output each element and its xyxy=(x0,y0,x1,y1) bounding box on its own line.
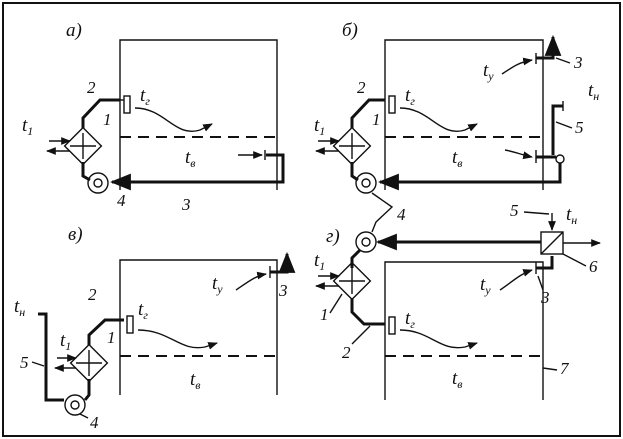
num-1-v: 1 xyxy=(107,328,116,347)
supply-duct-g xyxy=(350,298,385,326)
tu-label-v: tу xyxy=(212,273,223,296)
num-2-g: 2 xyxy=(342,343,351,362)
tn-label-v: tн xyxy=(14,296,25,319)
tv-label-b: tв xyxy=(452,147,463,170)
supply-duct-b xyxy=(350,98,385,128)
heat-exchanger-1-v xyxy=(69,343,109,383)
num-2-a: 2 xyxy=(87,78,96,97)
tn-label-g: tн xyxy=(566,204,577,227)
num-3-a: 3 xyxy=(181,195,191,214)
jet-arrow-a xyxy=(134,107,213,133)
tn-label-b: tн xyxy=(588,80,599,103)
exhaust-duct-g xyxy=(536,256,554,270)
num-2-b: 2 xyxy=(357,78,366,97)
nozzle-b xyxy=(388,95,396,114)
fan-duct-v xyxy=(83,379,91,401)
heat-exchanger-1-b xyxy=(332,126,372,166)
fan-duct-b xyxy=(350,162,359,182)
num-5-g: 5 xyxy=(510,201,519,220)
panel-a-letter: а) xyxy=(66,20,82,41)
num-1-a: 1 xyxy=(103,110,112,129)
return-duct-a xyxy=(109,153,285,191)
tg-label-a: tг xyxy=(140,85,150,108)
tg-label-b: tг xyxy=(405,85,415,108)
room-b xyxy=(384,39,544,190)
t1-label-b: t1 xyxy=(314,115,325,138)
tv-label-v: tв xyxy=(190,369,201,392)
num-6-g: 6 xyxy=(589,257,598,276)
nozzle-v xyxy=(126,315,134,334)
fan-b xyxy=(355,172,377,194)
heat-exchanger-1-a xyxy=(63,126,103,166)
room-a xyxy=(119,39,278,190)
tg-label-v: tг xyxy=(138,299,148,322)
fan-v xyxy=(64,394,86,416)
room-v xyxy=(119,259,278,395)
num-1-b: 1 xyxy=(372,110,381,129)
tu-label-g: tу xyxy=(480,274,491,297)
t1-label-a: t1 xyxy=(22,115,33,138)
t1-label-g: t1 xyxy=(314,250,325,273)
supply-duct-v xyxy=(87,318,124,345)
panel-b: б) t1 1 2 tг tв tу 3 tн 5 xyxy=(314,20,599,233)
tg-label-g: tг xyxy=(405,308,415,331)
num-5-v: 5 xyxy=(20,353,29,372)
room-g xyxy=(384,261,544,400)
num-7-g: 7 xyxy=(560,359,570,378)
tv-label-g: tв xyxy=(452,368,463,391)
nozzle-g xyxy=(388,316,396,335)
panel-v: в) tн 5 t1 1 2 tг tв tу 3 4 xyxy=(14,224,296,432)
num-3-b: 3 xyxy=(573,53,583,72)
num-1-g: 1 xyxy=(320,305,329,324)
panel-a: а) t1 1 2 tг tв 4 3 xyxy=(22,20,285,214)
t1-label-v: t1 xyxy=(60,330,71,353)
panel-g: г) 5 tн 6 t1 1 2 tг xyxy=(314,201,601,400)
nozzle-a xyxy=(123,95,131,114)
tu-label-b: tу xyxy=(483,60,494,83)
num-3-v: 3 xyxy=(278,281,288,300)
fan-duct-a xyxy=(81,162,91,182)
outdoor-air-duct-v xyxy=(38,312,64,402)
panel-b-letter: б) xyxy=(342,20,358,41)
panel-v-letter: в) xyxy=(68,224,83,245)
tv-label-a: tв xyxy=(185,147,196,170)
panel-g-letter: г) xyxy=(326,226,340,247)
fan-a xyxy=(87,172,109,194)
return-duct-b xyxy=(377,163,562,191)
outdoor-air-duct-b xyxy=(551,104,563,155)
exhaust-duct-b xyxy=(536,34,562,60)
heat-exchanger-1-g xyxy=(332,261,372,301)
num-4-v: 4 xyxy=(90,413,99,432)
num-4-b: 4 xyxy=(397,205,406,224)
supply-duct-a xyxy=(81,98,120,128)
num-5-b: 5 xyxy=(575,118,584,137)
fan-g xyxy=(355,231,377,253)
exhaust-duct-v xyxy=(270,251,296,274)
num-4-a: 4 xyxy=(117,191,126,210)
fan-duct-g xyxy=(350,248,362,268)
mixing-node-b xyxy=(555,154,565,164)
num-2-v: 2 xyxy=(88,285,97,304)
num-3-g: 3 xyxy=(540,288,550,307)
